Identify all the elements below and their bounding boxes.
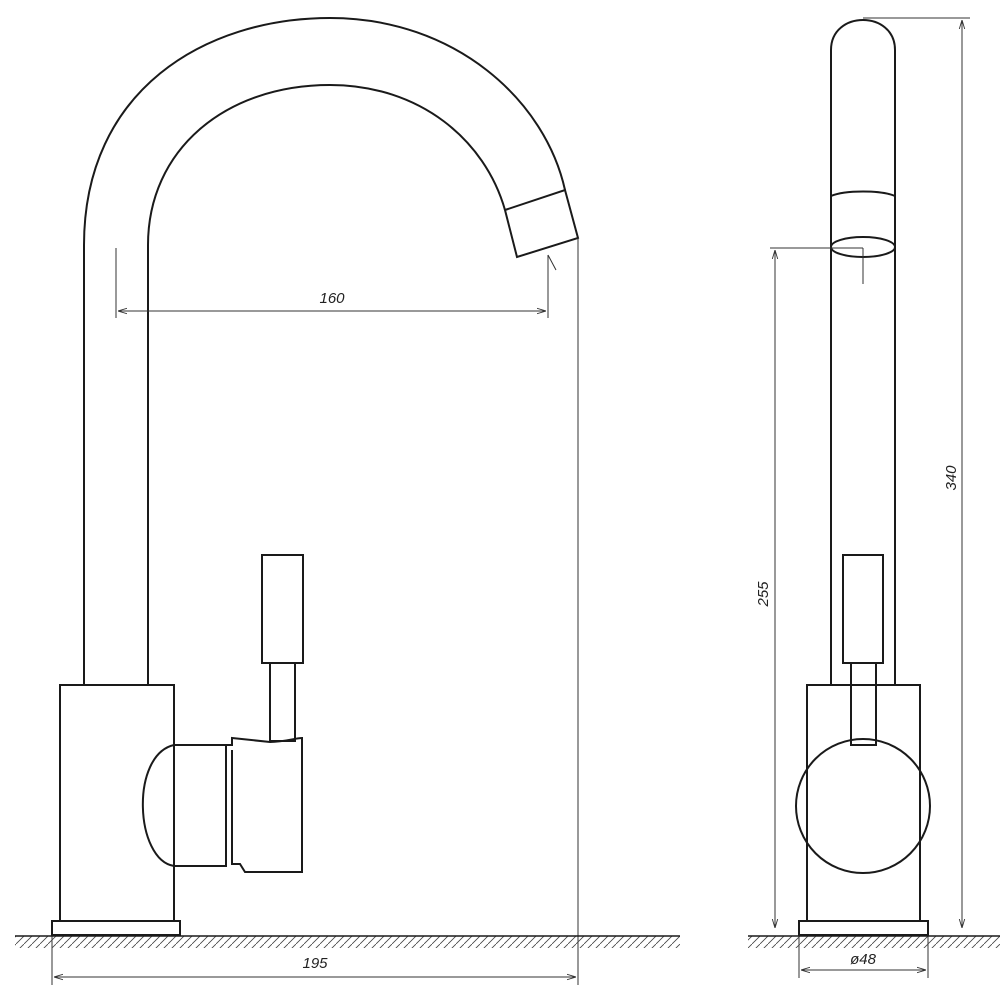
spout-inner-line	[147, 83, 506, 685]
side-view	[795, 19, 931, 936]
dimension-spout-height	[770, 247, 864, 928]
ground-front	[15, 935, 680, 948]
label-total-height: 340	[943, 465, 960, 491]
side-faucet-body	[806, 684, 921, 922]
label-spout-reach: 160	[319, 290, 345, 307]
cartridge-dome	[141, 744, 227, 867]
dimension-total-height	[863, 17, 970, 928]
label-base-diameter: ø48	[850, 951, 877, 968]
side-aerator-band	[830, 190, 896, 197]
lever-hub	[226, 736, 303, 873]
base-plate	[51, 920, 181, 936]
dimension-spout-reach	[115, 248, 557, 318]
lever-stem	[269, 662, 296, 742]
spout-outer-line	[83, 16, 566, 685]
aerator	[503, 188, 580, 259]
faucet-body	[59, 684, 175, 922]
side-cartridge-circle	[795, 738, 931, 874]
side-lever-handle	[842, 554, 884, 664]
side-spout-tube	[830, 19, 896, 685]
side-lever-stem	[850, 662, 877, 746]
side-base-plate	[798, 920, 929, 936]
ground-side	[748, 935, 1000, 948]
label-total-width: 195	[302, 955, 328, 972]
front-view	[51, 16, 580, 936]
lever-handle	[261, 554, 304, 664]
dimension-total-width	[51, 238, 579, 985]
label-spout-height: 255	[755, 581, 772, 608]
